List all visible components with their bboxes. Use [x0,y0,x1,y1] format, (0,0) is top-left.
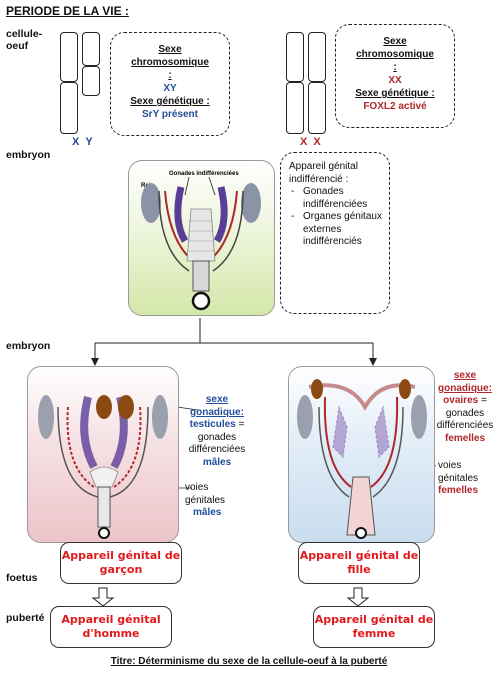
right-kidney [241,183,261,223]
left-testicle [96,395,112,419]
left-kidney [141,183,161,223]
female-foetus-box-line2: fille [347,563,371,576]
male-foetus-box-line2: garçon [99,563,143,576]
male-gonadique-word: gonadique: [190,406,244,418]
embryo-desc-item: Organes génitaux externes indifférenciés [291,211,383,249]
female-x1-letter: X [300,136,314,148]
female-gene-title: Sexe génétique : [355,88,435,99]
female-gonades-word: gonades [445,407,485,419]
embryo-desc-list: Gonades indifférenciées Organes génitaux… [289,186,383,249]
female-genitales-word: génitales [438,472,479,484]
female-genital-drawing [297,379,427,539]
female-xx-label: XX [300,136,327,148]
male-eq-sign: = [238,419,245,430]
male-x-letter: X [72,136,86,148]
female-differenciees-word: différenciées [436,420,494,431]
female-gene-value: FOXL2 activé [363,101,427,112]
male-males-word: mâles [202,456,232,468]
figure-title: Titre: Déterminisme du sexe de la cellul… [110,656,388,667]
embryo-description-box: Appareil génital indifférencié : Gonades… [280,152,390,314]
stage-foetus-label: foetus [6,572,38,584]
female-x2-letter: X [313,136,327,148]
female-voies-text: voies génitales femelles [438,460,496,498]
stage-embryon-label-2: embryon [6,340,51,352]
female-femelles-word: femelles [444,432,486,444]
male-puberty-box: Appareil génital d'homme [50,606,172,648]
stage-cellule-line1: cellule- [6,28,43,40]
female-gonadique-word: gonadique: [438,382,492,394]
male-xy-label: XY [72,136,99,148]
male-genitales-word: génitales [185,494,226,506]
chromosome-x-top [60,32,78,82]
male-puberty-box-line1: Appareil génital [61,613,161,626]
male-chromo-value: XY [163,83,177,94]
male-fetus-figure [27,366,179,543]
male-puberty-box-line2: d'homme [82,627,140,640]
male-genital-drawing [38,395,168,539]
male-sex-box: Sexe chromosomique : XY Sexe génétique :… [110,32,230,136]
female-ovaires-word: ovaires [443,395,479,406]
male-voies-text: voies génitales mâles [185,482,245,520]
female-foetus-box-line1: Appareil génital de [299,549,419,562]
female-puberty-box-line2: femme [352,627,396,640]
embryo-figure: Gonades indifférenciées Rein [128,160,275,316]
male-foetus-box: Appareil génital de garçon [60,542,182,584]
chromosome-x-bottom [60,82,78,134]
male-differenciees-word: différenciées [188,444,246,455]
gonades-fig-label: Gonades indifférenciées [169,171,239,177]
chromosome-x1-top [286,32,304,82]
male-y-letter: Y [85,136,99,148]
female-puberty-box: Appareil génital de femme [313,606,435,648]
stage-cellule-line2: oeuf [6,40,29,52]
male-gene-value: SrY présent [142,109,198,120]
female-chromo-value: XX [388,75,402,86]
male-foetus-box-line1: Appareil génital de [61,549,181,562]
female-puberty-box-line1: Appareil génital de [314,613,434,626]
chromosome-x1-bottom [286,82,304,134]
female-gonad-text: sexe gonadique: ovaires = gonades différ… [434,370,496,445]
female-voies-word: voies [438,460,462,471]
right-ovary [399,379,411,399]
female-fetus-figure [288,366,435,543]
male-sexe-word: sexe [205,394,229,405]
male-gonad-text: sexe gonadique: testicules = gonades dif… [187,394,247,469]
male-voies-word: voies [185,482,209,493]
male-testicules-word: testicules [189,419,236,430]
left-ovary [311,379,323,399]
embryo-desc-title: Appareil génital indifférencié : [289,161,358,185]
male-gonades-word: gonades [197,431,237,443]
female-chromo-title: Sexe chromosomique : [356,36,434,73]
stage-embryon-label: embryon [6,149,51,161]
male-chromo-title: Sexe chromosomique : [131,44,209,81]
male-gene-title: Sexe génétique : [130,96,210,107]
female-eq-sign: = [480,395,487,406]
female-sexe-word: sexe [453,370,477,381]
stage-cellule-label: cellule- oeuf [6,28,42,52]
embryo-genital-drawing: Gonades indifférenciées Rein [141,171,261,311]
right-testicle [118,395,134,419]
chromosome-y-bottom [82,66,100,96]
embryo-desc-item: Gonades indifférenciées [291,186,383,211]
female-sex-box: Sexe chromosomique : XX Sexe génétique :… [335,24,455,128]
female-femelles2-word: femelles [438,485,479,496]
chromosome-y-top [82,32,100,66]
chromosome-x2-top [308,32,326,82]
chromosome-x2-bottom [308,82,326,134]
page-header: PERIODE DE LA VIE : [6,4,129,18]
female-foetus-box: Appareil génital de fille [298,542,420,584]
male-males2-word: mâles [193,507,222,518]
stage-puberte-label: puberté [6,612,45,624]
